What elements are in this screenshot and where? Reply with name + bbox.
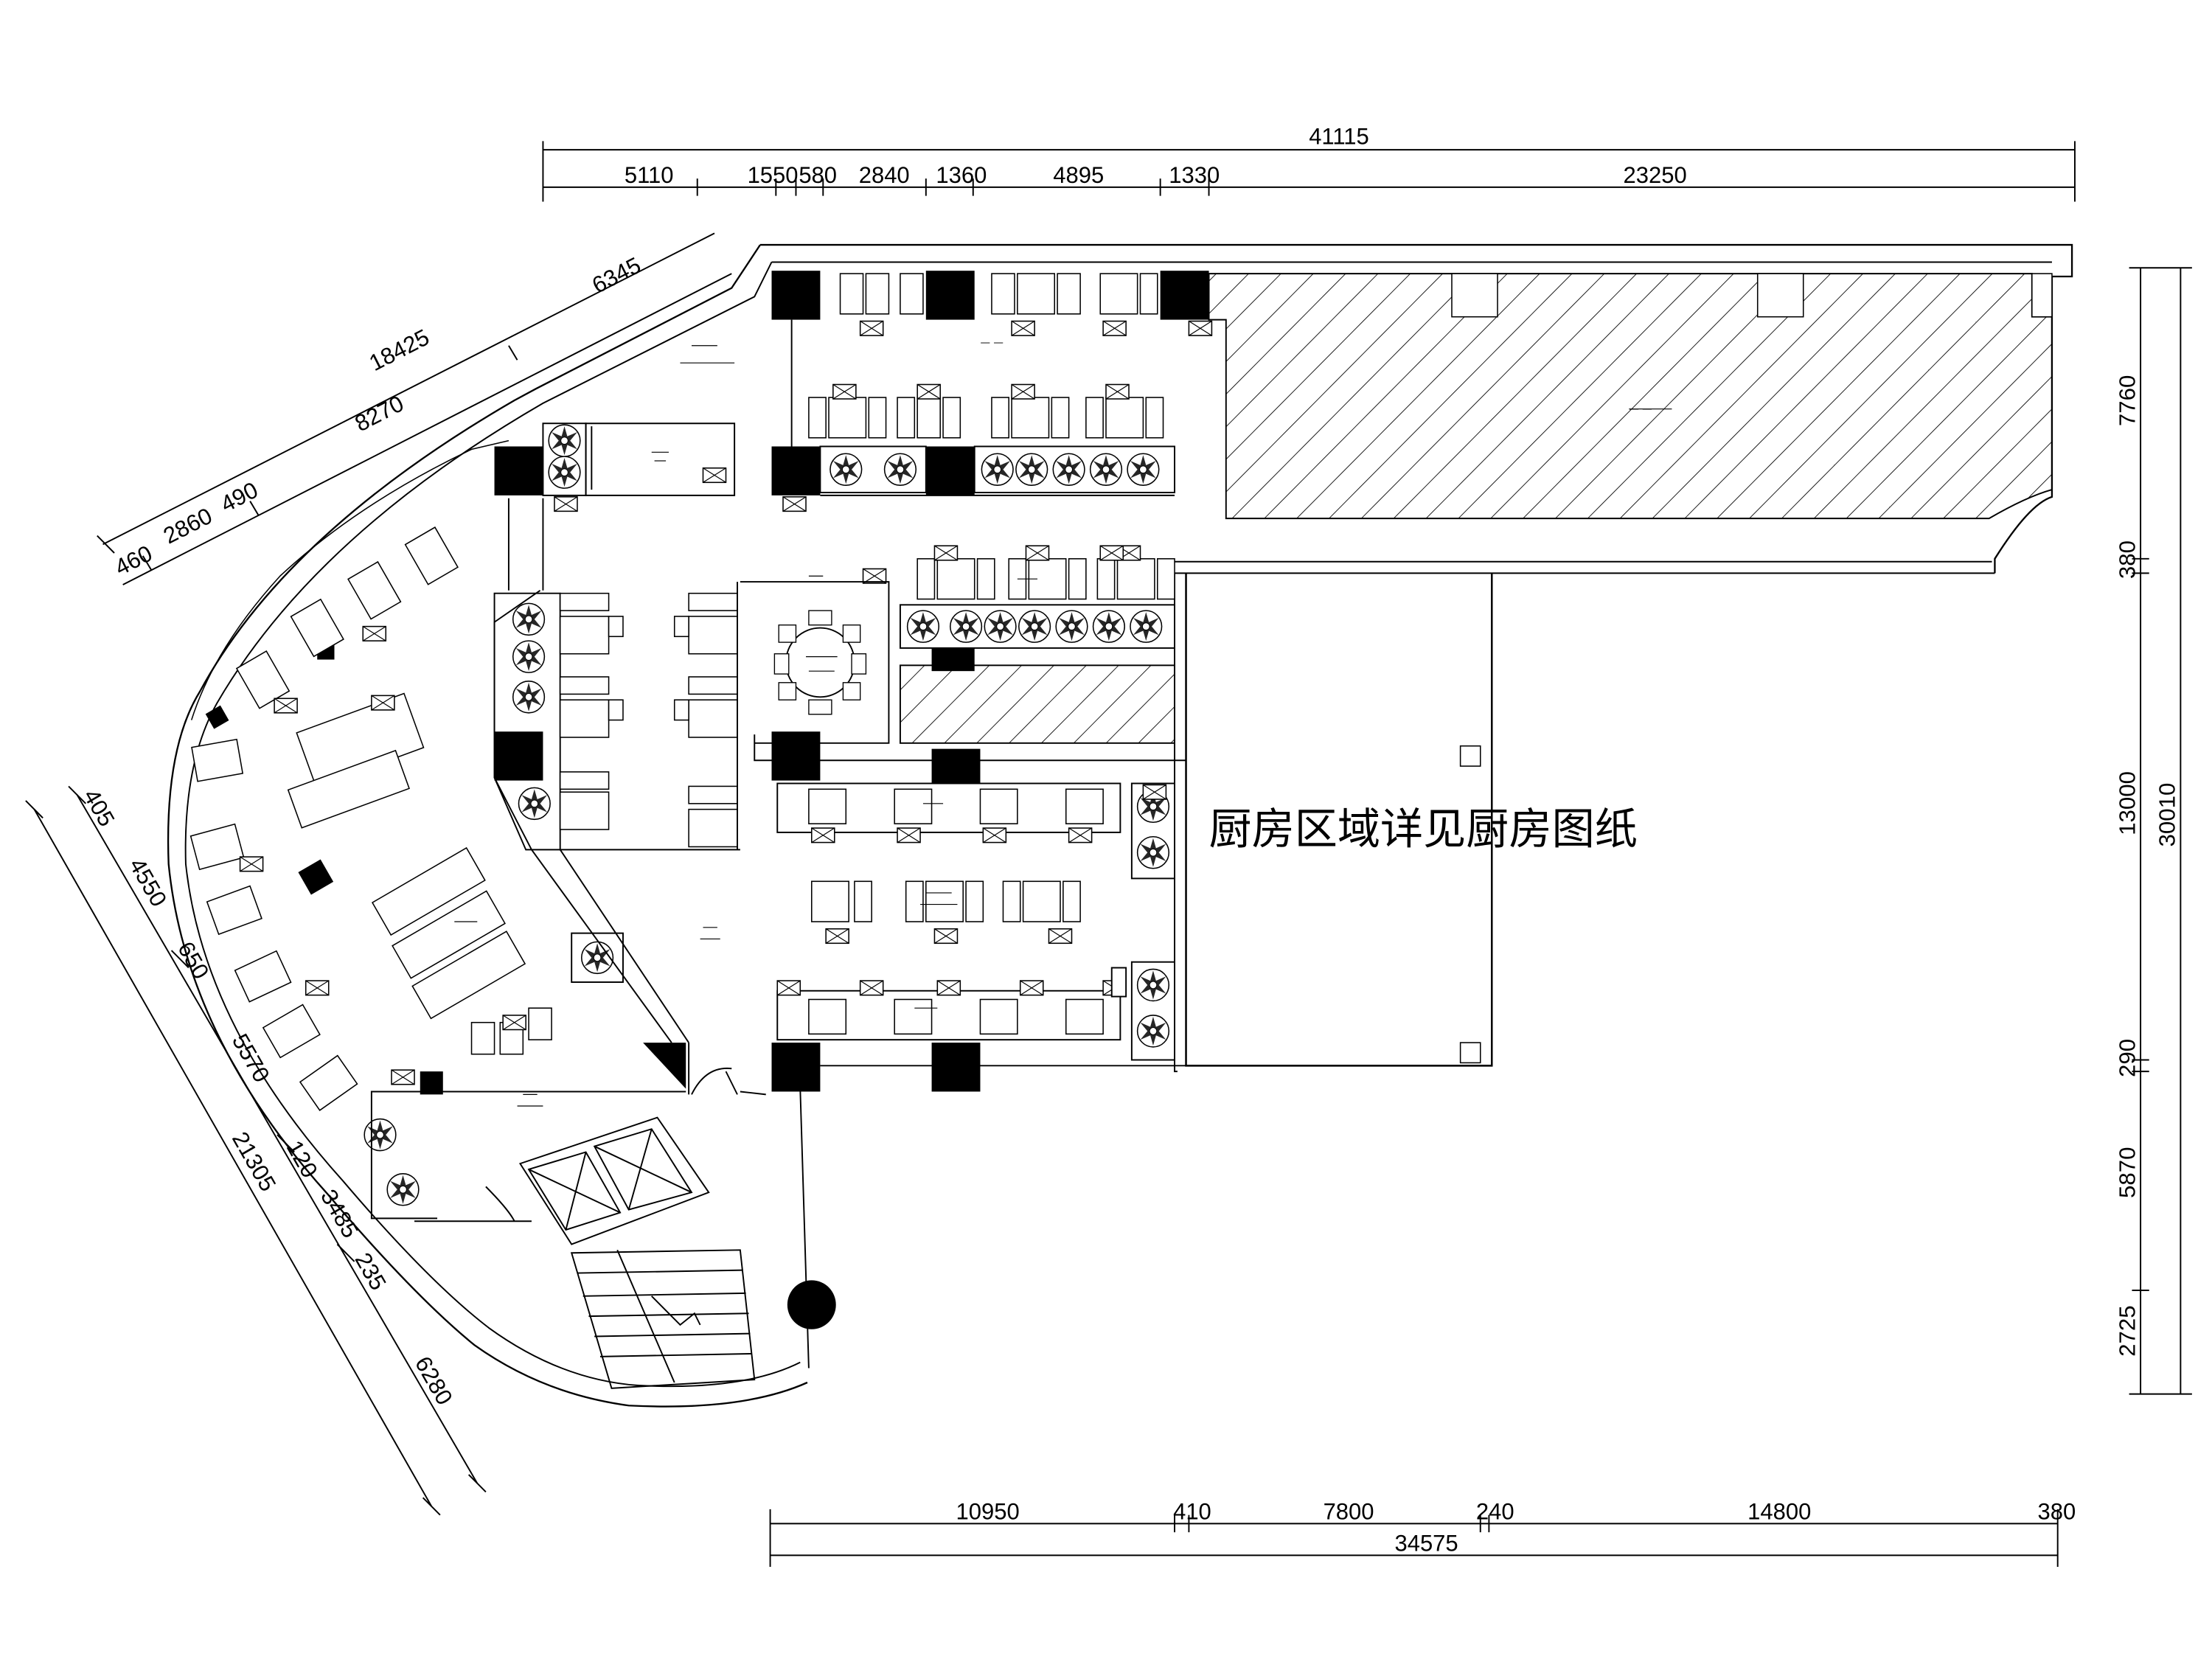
middle-dining-area — [740, 545, 1187, 762]
column — [925, 446, 975, 495]
dim-diag-top-seg-5: 460 — [111, 540, 156, 581]
column — [771, 271, 821, 320]
dim-right-seg-5: 5870 — [2114, 1147, 2140, 1198]
dim-bottom-total: 34575 — [1394, 1530, 1458, 1556]
dim-left-seg-5: 120 — [282, 1136, 323, 1183]
lower-central-booths — [776, 782, 1167, 1041]
dim-top-seg-4: 2840 — [859, 162, 910, 188]
dim-bottom-seg-5: 14800 — [1747, 1498, 1811, 1524]
column — [420, 1071, 443, 1095]
dim-top-seg-3: 580 — [799, 162, 837, 188]
dim-bottom-seg-2: 410 — [1173, 1498, 1211, 1524]
dim-right-seg-4: 290 — [2114, 1039, 2140, 1077]
dim-top-seg-7: 1330 — [1169, 162, 1220, 188]
column — [771, 1043, 821, 1092]
column — [931, 1043, 981, 1092]
dim-left-seg-2: 4550 — [124, 854, 172, 911]
planter-box-top — [819, 445, 1175, 493]
column — [931, 748, 981, 784]
dim-bottom-seg-4: 240 — [1476, 1498, 1514, 1524]
kitchen-area: 厨房区域详见厨房图纸 — [1174, 573, 1638, 1073]
dim-bottom-seg-6: 380 — [2038, 1498, 2076, 1524]
column — [931, 645, 975, 672]
planter-column-right — [571, 782, 1175, 1061]
dim-left-seg-4: 5570 — [227, 1029, 275, 1087]
column — [771, 731, 821, 781]
top-dimension-lines: 41115 5110 1550 580 2840 1360 4895 1330 … — [542, 123, 2076, 202]
dim-right-seg-6: 2725 — [2114, 1305, 2140, 1356]
column — [1160, 271, 1209, 320]
planter-box-middle — [899, 604, 1175, 649]
left-curved-dining — [189, 526, 552, 1111]
column — [298, 859, 334, 895]
column — [643, 1043, 686, 1089]
dim-right-seg-3: 13000 — [2114, 771, 2140, 835]
hatched-strip — [899, 664, 1175, 744]
column — [205, 705, 229, 729]
dim-left-seg-1: 405 — [78, 785, 119, 831]
dim-bottom-seg-3: 7800 — [1324, 1498, 1374, 1524]
planter-lower-left — [364, 1118, 420, 1206]
dim-left-seg-7: 235 — [350, 1248, 392, 1295]
upper-left-diagonal-dimensions: 18425 6345 8270 490 2860 460 — [97, 232, 732, 585]
dim-diag-top-seg-2: 8270 — [351, 390, 408, 437]
dim-right-seg-2: 380 — [2114, 540, 2140, 579]
kitchen-label: 厨房区域详见厨房图纸 — [1209, 804, 1638, 854]
column — [494, 446, 543, 495]
dim-left-seg-6: 3485 — [316, 1185, 364, 1242]
dim-diag-top-seg-1: 6345 — [588, 252, 644, 299]
building-outline — [167, 243, 2073, 1408]
room-annotations — [454, 345, 1672, 1107]
dim-top-seg-2: 1550 — [748, 162, 799, 188]
dim-top-seg-5: 1360 — [936, 162, 987, 188]
bottom-dimension-lines: 10950 410 7800 240 14800 380 34575 — [769, 1498, 2076, 1567]
right-dimension-lines: 7760 380 13000 290 5870 2725 30010 — [2114, 267, 2192, 1395]
column — [494, 731, 543, 781]
dim-diag-top-total: 18425 — [365, 324, 434, 376]
elevator-stair-core — [518, 1116, 756, 1389]
dim-right-total: 30010 — [2154, 783, 2180, 847]
column — [771, 446, 821, 495]
dim-top-seg-1: 5110 — [625, 162, 674, 188]
column — [787, 1280, 836, 1329]
dim-right-seg-1: 7760 — [2114, 375, 2140, 426]
interior-walls — [370, 319, 1186, 1368]
column — [925, 271, 975, 320]
dim-top-seg-8: 23250 — [1624, 162, 1687, 188]
top-dining-row: — — — — — [782, 273, 1652, 512]
hatched-storage-area — [1208, 273, 2053, 520]
left-corridor-booths — [559, 582, 740, 851]
dining-room-tag: — — — [980, 337, 1003, 349]
dim-top-seg-6: 4895 — [1053, 162, 1104, 188]
dim-bottom-seg-1: 10950 — [956, 1498, 1020, 1524]
dim-top-total: 41115 — [1309, 123, 1369, 149]
